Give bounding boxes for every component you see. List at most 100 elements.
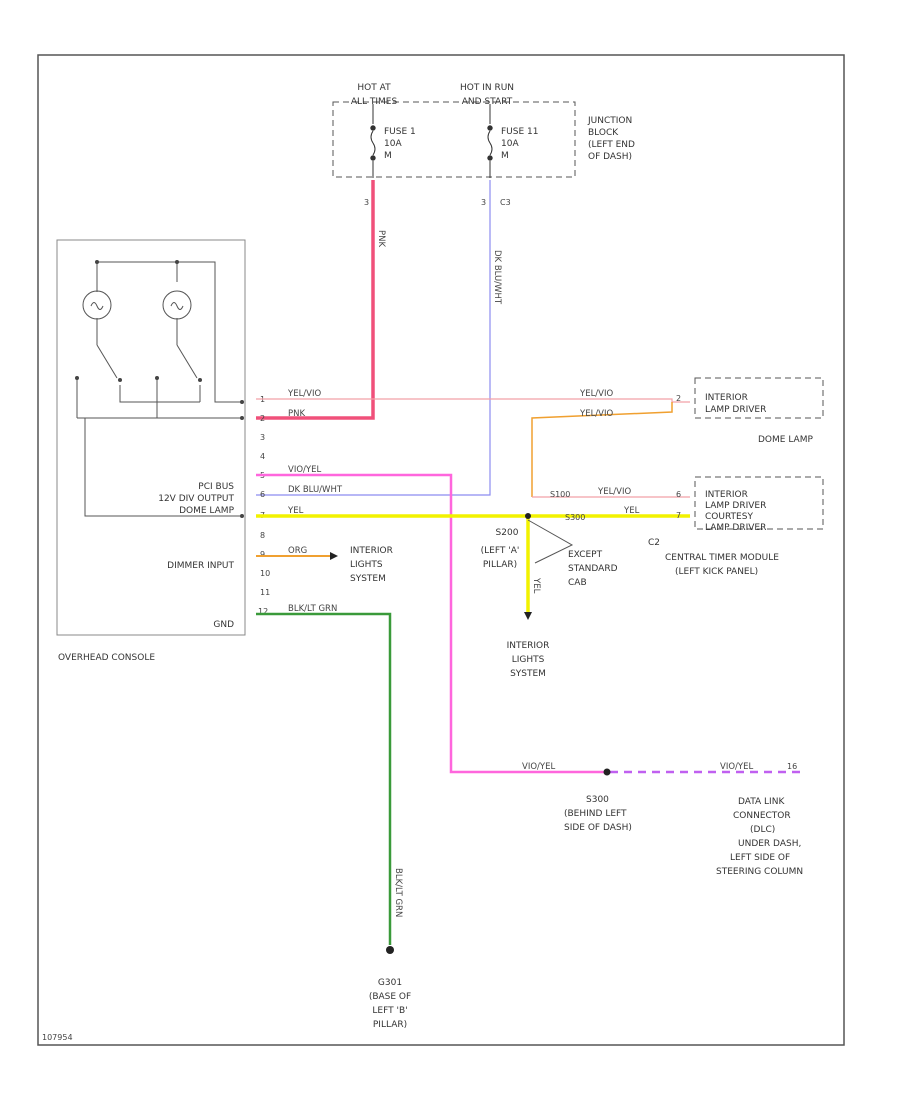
fuse-1-pin: 3 [364, 198, 369, 207]
ctm-box [694, 476, 824, 530]
wire-pnk [256, 180, 375, 420]
junction-label-1: JUNCTION [587, 116, 632, 126]
dome-lamp-box [694, 377, 824, 419]
console-title: OVERHEAD CONSOLE [58, 653, 155, 663]
console-pin-4: 4 [260, 452, 265, 461]
splice-s200-desc-2: PILLAR) [483, 560, 517, 570]
dome-lamp-pin: 2 [676, 394, 681, 403]
ctm-label-1: INTERIOR [705, 490, 748, 500]
console-pin-2: 2 [260, 414, 265, 423]
except-2: STANDARD [568, 564, 618, 574]
interior-lights-1: INTERIOR [507, 641, 550, 651]
ground-label-2: (BASE OF [369, 992, 411, 1002]
connector-c3: C3 [500, 198, 511, 207]
console-pin-11: 11 [260, 588, 270, 597]
console-dome-lamp: DOME LAMP [179, 506, 234, 516]
splice-s300-dot [603, 768, 611, 776]
wire-blk-lt-grn [256, 612, 392, 945]
console-output: 12V DIV OUTPUT [158, 494, 234, 504]
ctm-label-3: COURTESY [705, 512, 753, 522]
dlc-label-4: UNDER DASH, [738, 839, 801, 849]
wire-yel [256, 514, 690, 615]
console-pin-12: 12 [258, 607, 268, 616]
splice-s300-tag: S300 [565, 513, 585, 522]
wire-dk-blu-wht [256, 180, 491, 496]
wire-blk-lt-grn-label-2: BLK/LT GRN [393, 868, 403, 917]
console-pin-8: 8 [260, 531, 265, 540]
hot-at-all-times-1: HOT AT [357, 83, 391, 93]
overhead-console-box [56, 239, 246, 636]
splice-s200-label: S200 [496, 528, 519, 538]
ctm-label-2: LAMP DRIVER [705, 501, 766, 511]
wire-yel-vio-label-3: YEL/VIO [579, 409, 613, 419]
dlc-label-6: STEERING COLUMN [716, 867, 803, 877]
junction-label-3: (LEFT END [588, 140, 635, 150]
ground-label-1: G301 [378, 978, 402, 988]
dlc-label-1: DATA LINK [738, 797, 785, 807]
dome-lamp-title: DOME LAMP [758, 435, 813, 445]
diagram-border [37, 54, 845, 1046]
ground-label-3: LEFT 'B' [372, 1006, 407, 1016]
wire-org-label: ORG [288, 546, 307, 556]
splice-s300-label: S300 [586, 795, 609, 805]
fuse-11-m: M [501, 151, 509, 161]
wire-pnk-label-horizontal: PNK [288, 409, 305, 419]
wire-vio-yel [256, 473, 604, 774]
hot-in-run-2: AND START [462, 97, 513, 107]
fuse-1-symbol [370, 104, 376, 178]
dome-lamp-label-1: INTERIOR [705, 393, 748, 403]
interior-lights-side-3: SYSTEM [350, 574, 386, 584]
except-3: CAB [568, 578, 587, 588]
ctm-label-4: LAMP DRIVER [705, 523, 766, 533]
splice-s200-desc-1: (LEFT 'A' [481, 546, 520, 556]
interior-lights-side-2: LIGHTS [350, 560, 383, 570]
interior-lights-side-1: INTERIOR [350, 546, 393, 556]
fuse-11-symbol [487, 104, 493, 178]
console-pci-bus: PCI BUS [198, 482, 234, 492]
ctm-pin-yel: 7 [676, 511, 681, 520]
ground-g301-dot [386, 946, 394, 954]
splice-s300-desc-1: (BEHIND LEFT [564, 809, 627, 819]
interior-lights-3: SYSTEM [510, 669, 546, 679]
ctm-subtitle: (LEFT KICK PANEL) [675, 567, 758, 577]
dlc-label-2: CONNECTOR [733, 811, 791, 821]
wire-yel-vio-label-2: YEL/VIO [579, 389, 613, 399]
wire-pnk-label-vertical: PNK [376, 230, 386, 247]
arrow-to-interior-lights [330, 552, 338, 560]
hot-in-run-1: HOT IN RUN [460, 83, 514, 93]
ctm-title: CENTRAL TIMER MODULE [665, 553, 779, 563]
console-pin-10: 10 [260, 569, 270, 578]
except-bracket [527, 519, 574, 564]
fuse-11-amps: 10A [501, 139, 519, 149]
wire-yel-vio-top [256, 398, 690, 403]
console-pin-numbers: 1 2 3 4 5 6 7 8 9 10 11 12 [258, 395, 270, 616]
ground-arrow-interior [524, 612, 532, 620]
fuse-11-pin: 3 [481, 198, 486, 207]
wire-yel-vio-label-4: YEL/VIO [597, 487, 631, 497]
dlc-label-3: (DLC) [750, 825, 775, 835]
console-pin-9: 9 [260, 550, 265, 559]
wire-yel-label-2: YEL [623, 506, 640, 516]
console-pin-6: 6 [260, 490, 265, 499]
lamp-left-icon [82, 290, 112, 320]
console-junction-dots [75, 260, 244, 518]
wire-blk-lt-grn-label-1: BLK/LT GRN [288, 604, 337, 614]
interior-lights-2: LIGHTS [512, 655, 545, 665]
junction-block-outline [332, 101, 576, 178]
diagram-id: 107954 [42, 1033, 73, 1042]
dlc-wire-label: VIO/YEL [720, 762, 753, 772]
dome-lamp-label-2: LAMP DRIVER [705, 405, 766, 415]
ground-label-4: PILLAR) [373, 1020, 407, 1030]
console-dimmer-input: DIMMER INPUT [167, 561, 234, 571]
except-1: EXCEPT [568, 550, 603, 560]
dlc-label-5: LEFT SIDE OF [730, 853, 790, 863]
fuse-1-amps: 10A [384, 139, 402, 149]
lamp-right-icon [162, 290, 192, 320]
ctm-pin-vio: 6 [676, 490, 681, 499]
fuse-1-m: M [384, 151, 392, 161]
junction-label-2: BLOCK [588, 128, 619, 138]
wire-dk-blu-wht-label-vertical: DK BLU/WHT [492, 250, 502, 305]
splice-s300-desc-2: SIDE OF DASH) [564, 823, 632, 833]
wire-dk-blu-wht-label-horizontal: DK BLU/WHT [288, 485, 343, 495]
fuse-1-label: FUSE 1 [384, 127, 416, 137]
